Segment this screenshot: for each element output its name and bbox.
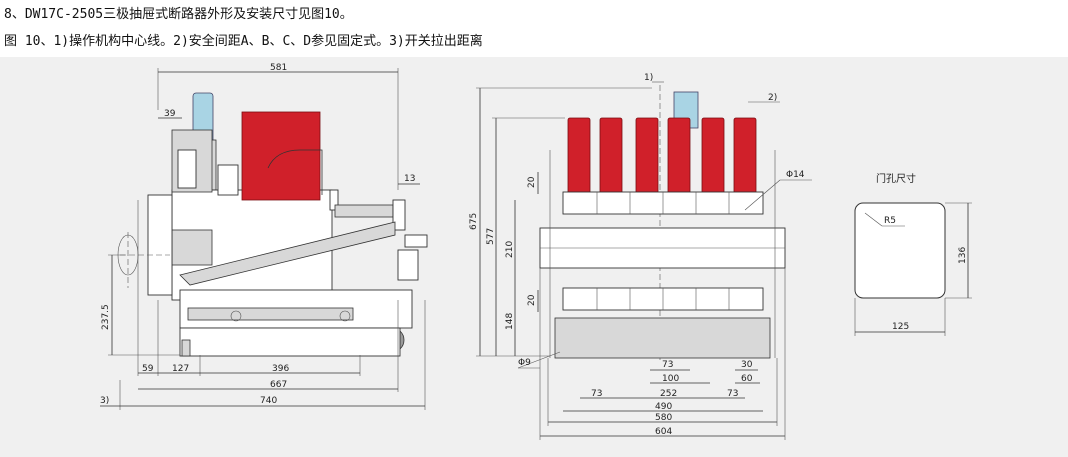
- pole-handle: [599, 117, 623, 199]
- dim-237-5: 237.5: [101, 304, 111, 330]
- door-hole-view: 门孔尺寸 R5 136 125: [854, 172, 972, 336]
- dim-20-upper: 20: [527, 176, 537, 188]
- door-hole: [854, 202, 946, 299]
- dim-667: 667: [270, 380, 287, 390]
- dim-577: 577: [486, 228, 496, 245]
- pole-handle: [635, 117, 659, 199]
- dim-490: 490: [655, 402, 672, 412]
- dim-13: 13: [404, 174, 415, 184]
- dim-604: 604: [655, 427, 672, 437]
- door-hole-title: 门孔尺寸: [876, 172, 916, 185]
- dim-210: 210: [505, 241, 515, 258]
- note-1: 1): [644, 73, 653, 83]
- dim-252: 252: [660, 389, 677, 399]
- dim-740: 740: [260, 396, 277, 406]
- note-2: 2): [768, 93, 777, 103]
- dim-396: 396: [272, 364, 289, 374]
- dim-136: 136: [958, 247, 968, 264]
- dim-580: 580: [655, 413, 672, 423]
- dim-73-left: 73: [591, 389, 602, 399]
- dim-60: 60: [741, 374, 753, 384]
- dim-73-right: 73: [727, 389, 738, 399]
- pole-handle: [567, 117, 591, 199]
- dim-73-center: 73: [662, 360, 673, 370]
- dim-r5: R5: [884, 216, 896, 226]
- dim-39: 39: [164, 109, 176, 119]
- dim-581: 581: [270, 63, 287, 73]
- side-view: 581 39 13: [100, 63, 428, 410]
- dim-phi14: Φ14: [786, 170, 805, 180]
- technical-drawing: 581 39 13: [100, 63, 972, 440]
- figure-title: 8、DW17C-2505三极抽屉式断路器外形及安装尺寸见图10。: [4, 7, 353, 22]
- dim-125: 125: [892, 322, 909, 332]
- dim-20-lower: 20: [527, 294, 537, 306]
- note-3: 3): [100, 396, 109, 406]
- handle-block-side: [241, 111, 321, 201]
- drawing-panel: 581 39 13: [0, 57, 1068, 457]
- pole-handle: [701, 117, 725, 199]
- figure-caption: 图 10、1)操作机构中心线。2)安全间距A、B、C、D参见固定式。3)开关拉出…: [4, 34, 483, 49]
- dim-675: 675: [469, 213, 479, 230]
- pole-handle: [667, 117, 691, 199]
- dim-127: 127: [172, 364, 189, 374]
- dim-phi9: Φ9: [518, 358, 531, 368]
- dim-59: 59: [142, 364, 154, 374]
- dim-148: 148: [505, 313, 515, 330]
- dim-30: 30: [741, 360, 753, 370]
- pole-handle: [733, 117, 757, 199]
- front-view: 1) 2) 675: [469, 73, 812, 440]
- dim-100: 100: [662, 374, 679, 384]
